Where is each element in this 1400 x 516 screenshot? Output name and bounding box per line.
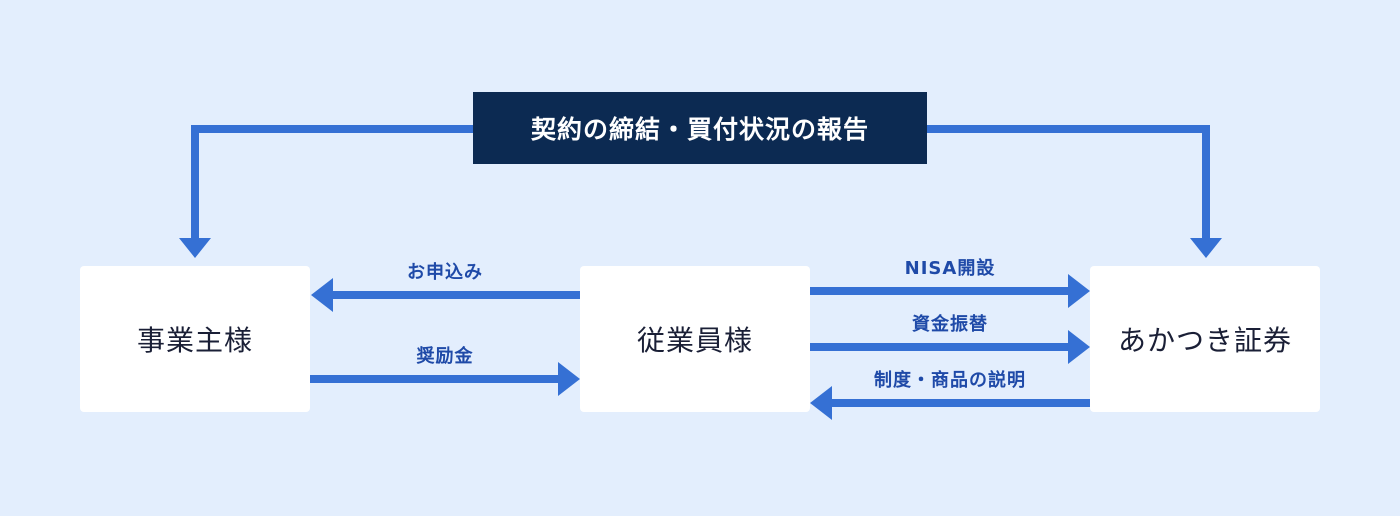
- application-arrowhead: [311, 278, 333, 312]
- nisa-opening-label: NISA開設: [904, 258, 996, 279]
- explanation-arrowhead: [810, 386, 832, 420]
- bracket-left-line: [191, 125, 473, 240]
- incentive-arrowhead: [558, 362, 580, 396]
- bracket-right-arrowhead: [1190, 238, 1222, 258]
- employer-label: 事業主様: [136, 324, 253, 357]
- employer-node: 事業主様: [80, 266, 310, 412]
- bracket-left-arrowhead: [179, 238, 211, 258]
- report-banner: 契約の締結・買付状況の報告: [473, 92, 927, 164]
- securities-label: あかつき証券: [1117, 324, 1292, 357]
- employee-label: 従業員様: [636, 324, 753, 357]
- nisa-arrowhead: [1068, 274, 1090, 308]
- securities-node: あかつき証券: [1090, 266, 1320, 412]
- bracket-right-line: [927, 125, 1210, 240]
- explanation-label: 制度・商品の説明: [874, 370, 1026, 391]
- application-label: お申込み: [407, 262, 483, 283]
- employee-node: 従業員様: [580, 266, 810, 412]
- fund-transfer-label: 資金振替: [912, 314, 988, 335]
- incentive-label: 奨励金: [416, 346, 474, 367]
- transfer-arrowhead: [1068, 330, 1090, 364]
